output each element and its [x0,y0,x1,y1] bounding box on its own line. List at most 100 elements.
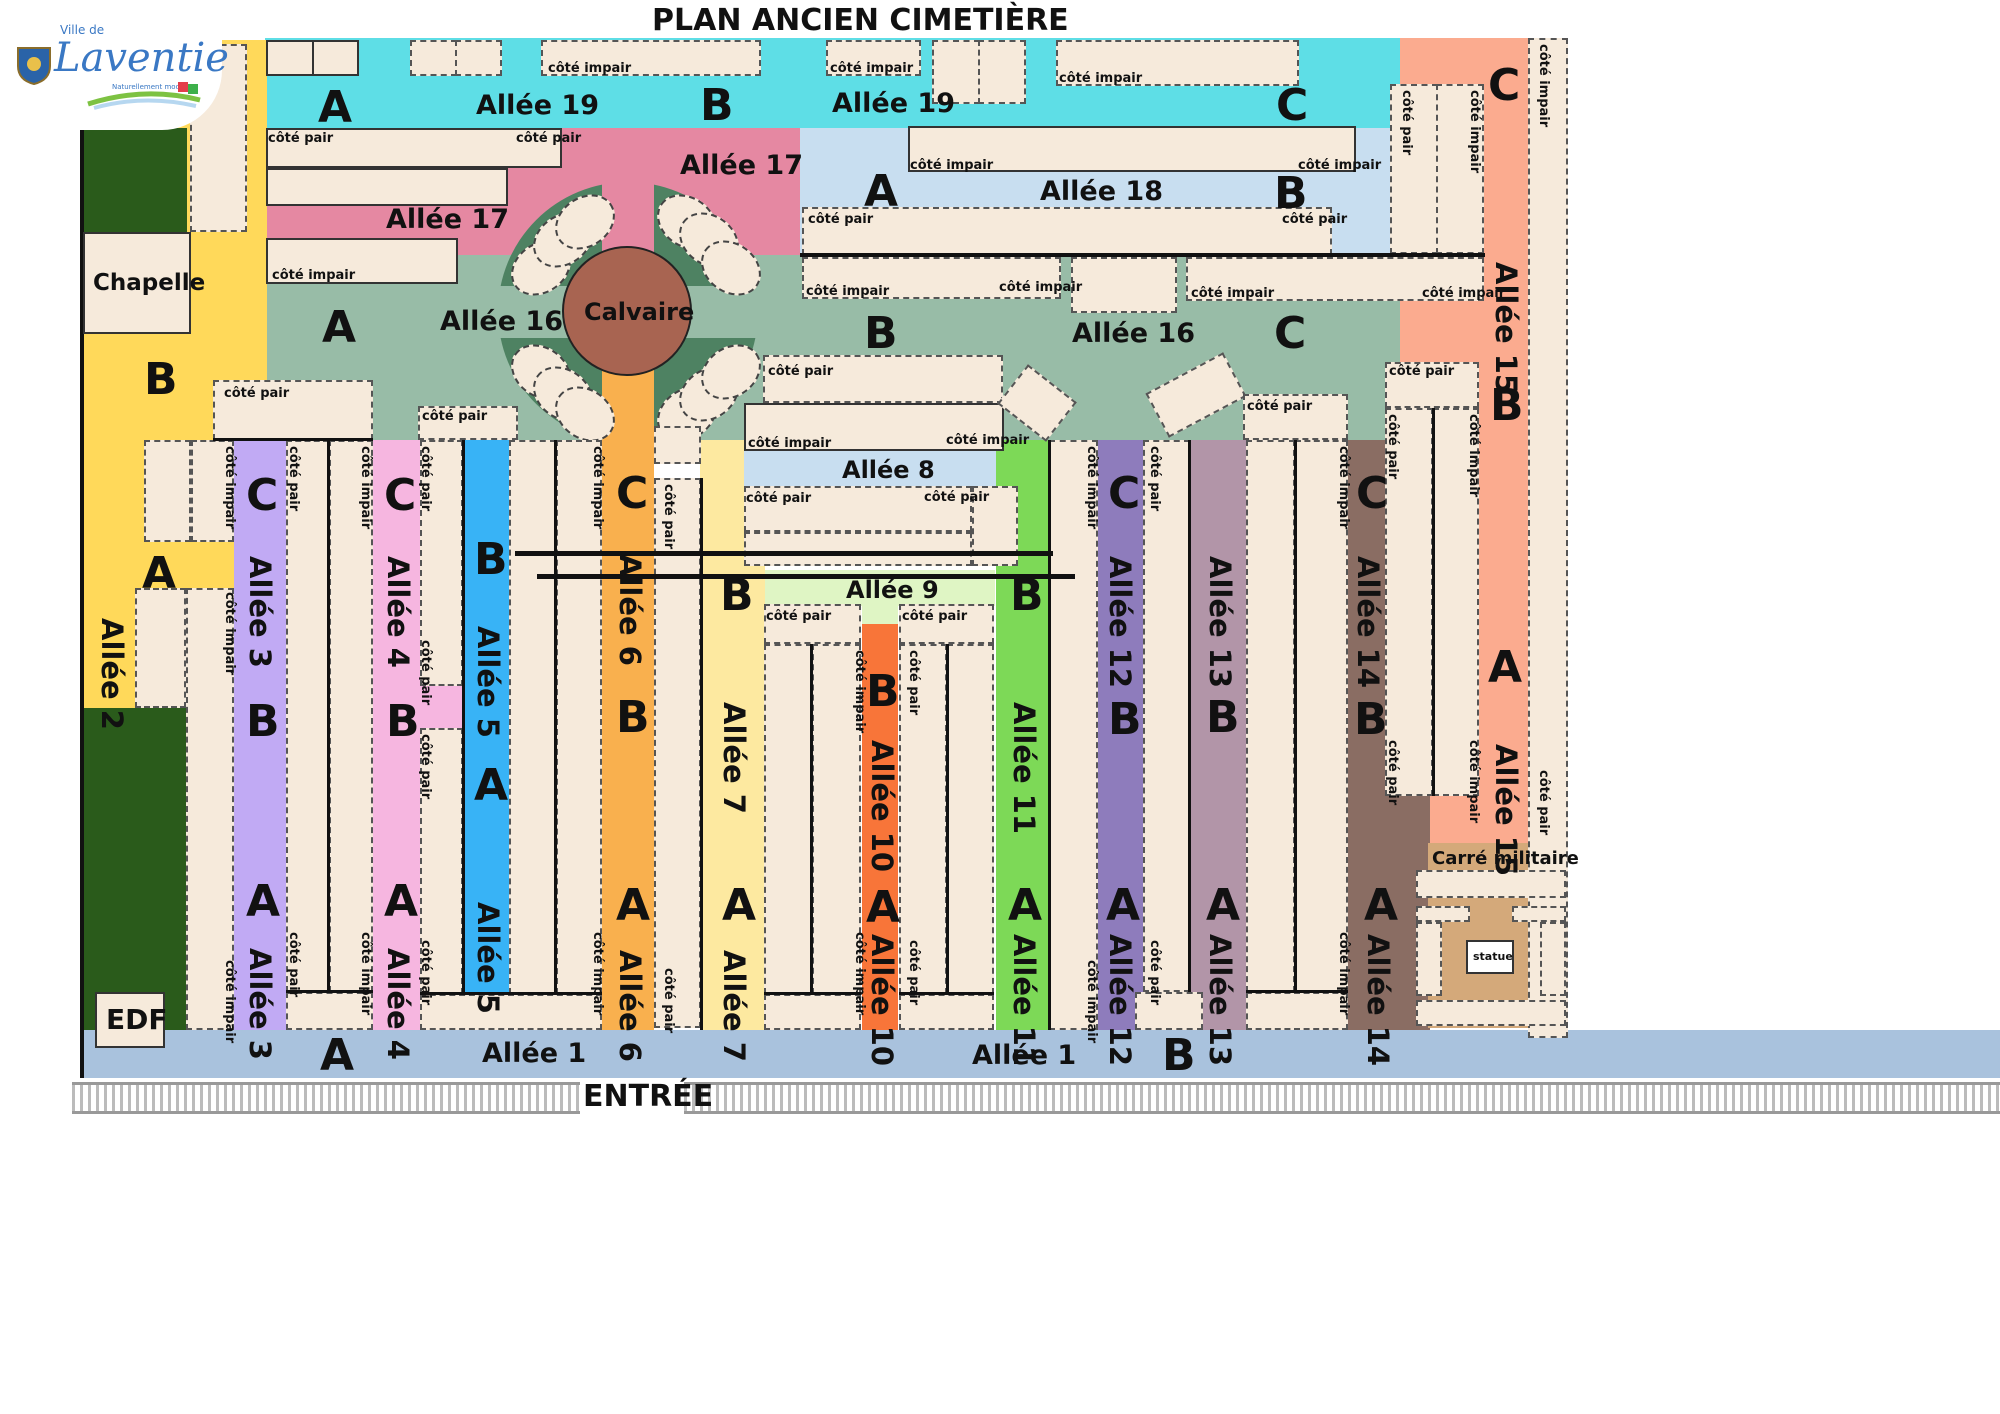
plot [1512,906,1566,922]
cote-impair-label: côté impair [1084,960,1099,1044]
section-letter: C [384,470,417,521]
section-letter: A [866,882,901,933]
plot [744,403,1004,451]
cote-pair-label: côté pair [1147,940,1162,1006]
cote-pair-label: côté pair [902,609,968,624]
page-title: PLAN ANCIEN CIMETIÈRE [652,3,1069,38]
dark-green-top [82,128,187,232]
allee-1-area [82,1030,2000,1078]
cross-line [537,574,1075,579]
chapelle-label: Chapelle [93,270,206,296]
plot [329,440,373,992]
divider [1188,440,1191,992]
cote-pair-label: côté pair [906,650,921,716]
divider [700,478,703,1030]
cote-pair-label: côté pair [1399,90,1414,156]
section-letter: A [246,876,281,927]
allee-6-area [602,372,654,1032]
section-letter: B [246,696,280,747]
cote-impair-label: côté impair [748,436,832,451]
allee-11-label: Allée 11 [1007,702,1041,835]
allee-8-label: Allée 8 [842,456,935,484]
cote-impair-label: côté impair [852,650,867,734]
cote-impair-label: côté impair [999,280,1083,295]
allee-19-label: Allée 19 [832,88,956,119]
plot [978,40,1026,104]
divider [1294,440,1297,992]
cote-pair-label: côté pair [766,609,832,624]
cote-impair-label: côté impair [1536,44,1551,128]
cote-impair-label: côté impair [358,446,373,530]
plot [186,588,234,1030]
cote-impair-label: côté impair [1467,90,1482,174]
allee-4-branch [420,685,465,730]
plot [410,40,457,76]
divider [462,440,465,994]
section-letter: C [1356,468,1389,519]
logo-swoosh-icon [87,82,201,110]
statue [1466,940,1514,974]
allee-3-label: Allée 3 [243,556,277,668]
allee-5-label: Allée 5 [471,902,505,1014]
cote-pair-label: côté pair [224,386,290,401]
plot [1385,362,1479,408]
cote-pair-label: côté pair [1247,399,1313,414]
plot [266,40,314,76]
cote-pair-label: côté pair [906,940,921,1006]
plot [763,355,1003,403]
section-letter: A [616,880,651,931]
plot [1246,992,1348,1030]
allee-2-label: Allée 2 [95,618,129,730]
allee-9-label: Allée 9 [846,576,939,604]
section-letter: A [1364,880,1399,931]
plot [213,380,373,440]
cote-pair-label: côté pair [1536,770,1551,836]
allee-4-label: Allée 4 [381,948,415,1060]
cote-impair-label: côté impair [272,268,356,283]
allee-17-label: Allée 17 [386,204,510,235]
allee-4-area [373,440,421,1032]
cote-pair-label: côté pair [661,484,676,550]
cote-pair-label: côté pair [268,131,334,146]
plot [286,440,329,992]
plot [191,440,234,542]
cote-impair-label: côté impair [1422,286,1506,301]
cote-impair-label: côté impair [1191,286,1275,301]
allee-14-label: Allée 14 [1351,556,1385,689]
allee-12-area [1098,440,1143,1032]
cote-pair-label: côté pair [418,640,433,706]
allee-10-label: Allée 10 [865,740,899,873]
divider [213,438,373,441]
cote-pair-label: côté pair [422,409,488,424]
allee-9-neck [862,604,898,626]
allee-15-label: Allée 15 [1489,262,1523,395]
section-letter: A [384,876,419,927]
allee-5-area [463,440,509,995]
calvaire [562,246,692,376]
cote-impair-label: côté impair [946,433,1030,448]
section-letter: B [1274,168,1308,219]
plot [1056,40,1299,86]
cote-impair-label: côté impair [548,61,632,76]
plot [286,992,373,1030]
plot [418,406,518,440]
cote-pair-label: côté pair [516,131,582,146]
allee-15-label: Allée 15 [1489,744,1523,877]
section-letter: A [1206,880,1241,931]
plot [1143,440,1190,992]
calvaire-label: Calvaire [584,298,695,326]
cote-pair-label: côté pair [1389,364,1455,379]
plot [1295,440,1348,992]
cote-impair-label: côté impair [590,932,605,1016]
section-letter: A [1106,880,1141,931]
plot [764,644,812,994]
section-letter: C [1488,60,1521,111]
allee-10-area [862,624,898,1032]
allee-13-area [1190,440,1246,1032]
divider [1246,990,1348,993]
plot [509,440,556,994]
logo-ville-de: Ville de [60,23,105,37]
crest-icon [17,47,51,86]
section-letter: B [616,692,650,743]
plot [1390,84,1438,254]
